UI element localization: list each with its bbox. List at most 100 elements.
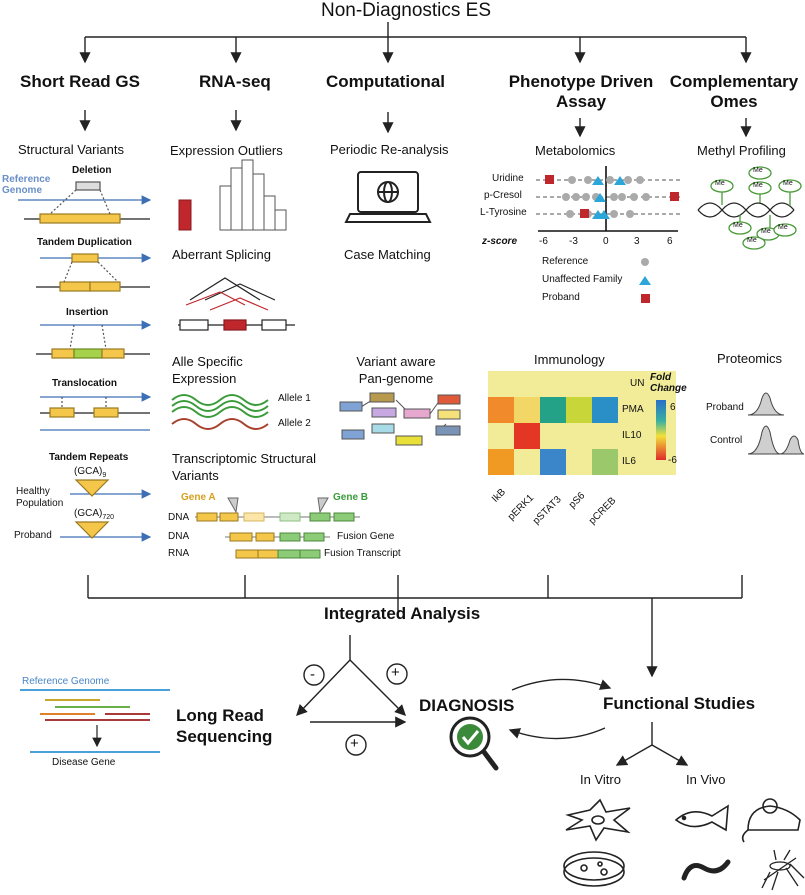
reference-genome-label: Reference Genome [2, 174, 51, 196]
proteomics-peaks [747, 392, 805, 455]
rna-label: RNA [168, 548, 190, 559]
long-read-title-2: Sequencing [176, 727, 273, 746]
splicing-diagram [178, 277, 295, 331]
diagnosis-magnifier-icon [449, 716, 499, 771]
fish-icon [674, 804, 729, 832]
laptop-icon [344, 171, 432, 223]
me-label-2: Me [753, 167, 763, 174]
sub-expression-outliers: Expression Outliers [170, 143, 283, 158]
sv-translocation [40, 392, 152, 431]
sub-metabolomics: Metabolomics [535, 143, 616, 158]
heading-computational: Computational [326, 72, 445, 91]
in-vivo-label: In Vivo [686, 772, 726, 787]
fold-change-title: Fold Change [650, 372, 687, 394]
legend-proband: Proband [542, 292, 580, 303]
sub-periodic-reanalysis: Periodic Re-analysis [330, 142, 449, 157]
sub-structural-variants: Structural Variants [18, 142, 124, 157]
fold-change-min: -6 [668, 455, 677, 466]
legend-unaffected-family: Unaffected Family [542, 274, 623, 285]
immunology-title: Immunology [534, 352, 605, 367]
allele-1-label: Allele 1 [278, 393, 311, 404]
heading-rna-seq: RNA-seq [199, 72, 271, 91]
tick-neg3: -3 [569, 236, 578, 247]
petri-dish-icon [563, 851, 625, 887]
functional-fork [615, 722, 689, 766]
cell-culture-icon [565, 798, 631, 842]
integrated-analysis-title: Integrated Analysis [324, 604, 481, 623]
me-label-7: Me [778, 224, 788, 231]
me-label-3: Me [753, 182, 763, 189]
worm-icon [681, 859, 731, 881]
pangenome-graph [339, 392, 461, 446]
variant-aware-label: Variant aware Pan-genome [356, 354, 436, 386]
fusion-diagram [195, 497, 360, 559]
fusion-gene-label: Fusion Gene [337, 531, 395, 542]
allele-specific-label: Alle Specific Expression [172, 354, 243, 386]
insertion-label: Insertion [66, 307, 109, 318]
me-label-4: Me [783, 180, 793, 187]
heading-short-read-gs: Short Read GS [20, 72, 140, 91]
tandem-duplication-label: Tandem Duplication [37, 237, 132, 248]
p-cresol-label: p-Cresol [484, 190, 522, 201]
disease-gene-label: Disease Gene [52, 757, 116, 768]
gca-9-label: (GCA)9 [74, 466, 107, 479]
sv-insertion [36, 320, 152, 359]
top-branch-lines [79, 22, 752, 138]
long-read-reference-genome: Reference Genome [22, 676, 110, 687]
healthy-population-label: Healthy Population [16, 486, 64, 509]
deletion-label: Deletion [72, 165, 112, 176]
sub-methyl-profiling: Methyl Profiling [697, 143, 786, 158]
tandem-repeats-label: Tandem Repeats [49, 452, 129, 463]
diagnosis-label: DIAGNOSIS [419, 696, 515, 715]
long-read-diagram [20, 689, 170, 753]
me-label-1: Me [715, 180, 725, 187]
bottom-bracket [87, 575, 743, 678]
dna-label-1: DNA [168, 512, 190, 523]
tick-6: 6 [667, 236, 673, 247]
tick-0: 0 [603, 236, 609, 247]
transcriptomic-sv-label: Transcriptomic Structural Variants [172, 451, 316, 483]
metabolomics-plot [536, 166, 680, 303]
cycle-arrows [508, 678, 612, 740]
functional-studies-title: Functional Studies [603, 694, 756, 713]
plus-sign-bottom: + [350, 735, 359, 752]
case-matching-label: Case Matching [344, 247, 431, 262]
page-title: Non-Diagnostics ES [321, 0, 492, 21]
mouse-icon [741, 798, 801, 843]
translocation-label: Translocation [52, 378, 118, 389]
minus-sign: - [310, 666, 315, 683]
dna-label-2: DNA [168, 531, 190, 542]
proteomics-control-label: Control [710, 435, 743, 446]
zscore-label: z-score [482, 236, 518, 247]
me-label-5: Me [733, 222, 743, 229]
integration-fork [296, 635, 408, 756]
mosquito-icon [761, 849, 805, 891]
fold-change-colorbar [656, 400, 666, 460]
sv-deletion [18, 181, 152, 224]
sv-tandem-duplication [36, 253, 152, 292]
aberrant-splicing-label: Aberrant Splicing [172, 247, 271, 262]
expression-histogram [178, 159, 287, 231]
tick-neg6: -6 [539, 236, 548, 247]
gca-720-label: (GCA)720 [74, 508, 115, 521]
in-vitro-label: In Vitro [580, 772, 621, 787]
tick-3: 3 [634, 236, 640, 247]
proteomics-proband-label: Proband [706, 402, 744, 413]
row-il10: IL10 [622, 430, 642, 441]
gene-b-label: Gene B [333, 492, 369, 503]
fold-change-max: 6 [670, 402, 676, 413]
fusion-transcript-label: Fusion Transcript [324, 548, 401, 559]
methyl-helix [697, 166, 802, 250]
long-read-title-1: Long Read [176, 706, 264, 725]
allele-2-label: Allele 2 [278, 418, 311, 429]
proband-sv-label: Proband [14, 530, 52, 541]
me-label-8: Me [747, 237, 757, 244]
gene-a-label: Gene A [181, 492, 216, 503]
legend-reference: Reference [542, 256, 589, 267]
me-label-6: Me [761, 228, 771, 235]
uridine-label: Uridine [492, 173, 524, 184]
immunology-heatmap [488, 371, 676, 475]
row-il6: IL6 [622, 456, 636, 467]
row-un: UN [630, 378, 645, 389]
